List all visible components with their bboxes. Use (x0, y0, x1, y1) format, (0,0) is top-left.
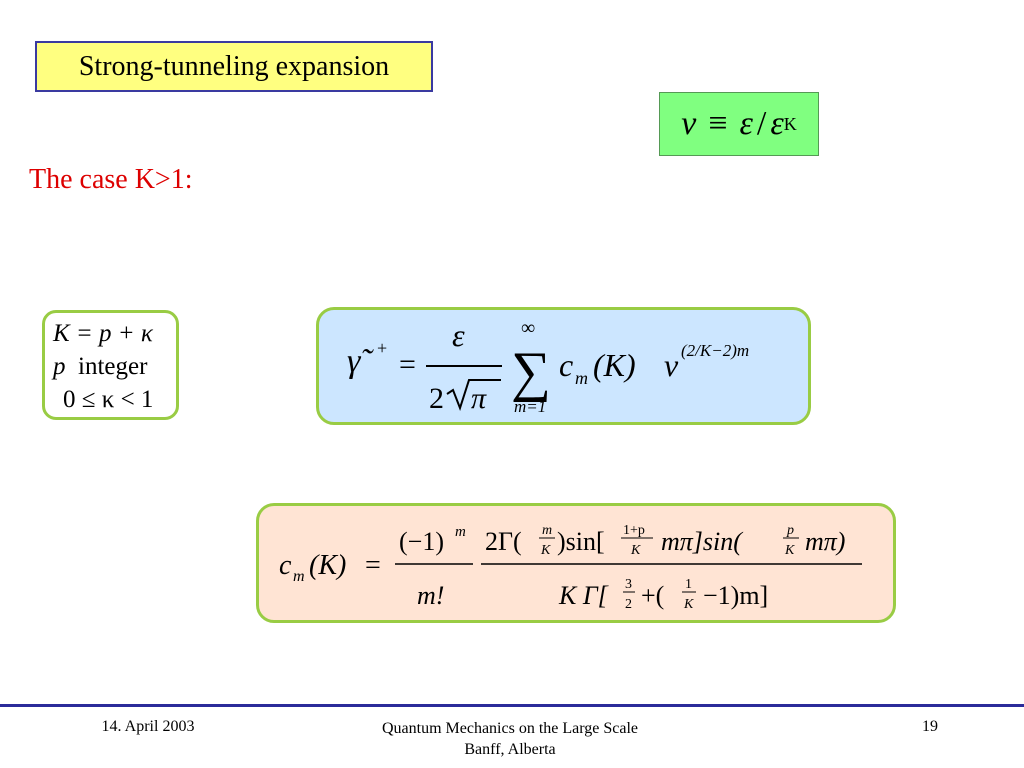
nu-symbol: v (681, 105, 697, 142)
den-k-gamma: K Γ[ (558, 581, 610, 610)
p-den: K (784, 543, 795, 558)
m-over-k-den: K (540, 543, 551, 558)
slide-title-text: Strong-tunneling expansion (78, 50, 390, 82)
footer-date: 14. April 2003 (101, 718, 195, 735)
onep-den: K (630, 543, 641, 558)
sin-open: )sin[ (557, 527, 605, 556)
paren-k: (K) (593, 347, 636, 383)
sum-symbol: ∑ (511, 341, 551, 403)
p-num: p (786, 523, 794, 538)
gamma-formula: γ̃ + = ε 2 π ∞ ∑ m=1 c m (K) v (2/K−2)m (347, 317, 749, 416)
c-subscript: m (575, 368, 588, 388)
footer-center-line-1: Quantum Mechanics on the Large Scale (381, 720, 639, 737)
gamma-formula-box: γ̃ + = ε 2 π ∞ ∑ m=1 c m (K) v (2/K−2)m (316, 307, 811, 425)
slash-symbol: / (756, 105, 767, 142)
sqrt-sign (446, 379, 501, 411)
frac1-numerator: (−1) (399, 527, 444, 556)
mpi-end: mπ) (805, 527, 845, 556)
condition-line-2: p integer (53, 353, 148, 380)
cm-paren-k: (K) (309, 550, 346, 581)
footer-center: Quantum Mechanics on the Large Scale Ban… (330, 718, 690, 760)
minus-one: −1)m] (703, 581, 768, 610)
k-subscript: K (783, 113, 797, 134)
m-over-k-num: m (542, 523, 552, 538)
v-symbol: v (664, 347, 679, 383)
one-den: K (683, 597, 694, 612)
c-symbol: c (559, 347, 573, 383)
num-2gamma: 2Γ( (485, 527, 522, 556)
plus-paren: +( (641, 581, 664, 610)
numerator-epsilon: ε (452, 317, 465, 353)
v-exponent: (2/K−2)m (681, 341, 749, 360)
equiv-symbol: ≡ (708, 105, 728, 142)
denominator-pi: π (471, 382, 487, 415)
cm-equals: = (365, 550, 381, 581)
three-den: 2 (625, 597, 632, 612)
cm-sub: m (293, 568, 305, 585)
condition-line-3: 0 ≤ κ < 1 (63, 386, 154, 413)
equals-sign: = (399, 348, 416, 381)
cm-formula-box: c m (K) = (−1) m m! 2Γ( m K )sin[ 1+p K … (256, 503, 896, 623)
conditions-box: K = p + κ p integer 0 ≤ κ < 1 (42, 310, 179, 420)
sum-lower: m=1 (514, 397, 546, 416)
epsilon-symbol: ε (739, 105, 753, 142)
one-num: 1 (685, 577, 692, 592)
frac1-numerator-sup: m (455, 524, 466, 540)
three-num: 3 (625, 577, 632, 592)
footer-page-number: 19 (922, 718, 938, 735)
frac1-denominator: m! (417, 581, 444, 610)
footer-divider (0, 704, 1024, 707)
mpi-close: mπ]sin( (661, 527, 743, 556)
case-label: The case K>1: (29, 164, 193, 195)
footer-center-line-2: Banff, Alberta (464, 741, 556, 758)
epsilon-k-symbol: ε (770, 105, 784, 142)
gamma-tilde: γ̃ (347, 343, 374, 380)
cm-formula: c m (K) = (−1) m m! 2Γ( m K )sin[ 1+p K … (279, 523, 862, 612)
cm-c: c (279, 550, 292, 581)
denominator-two: 2 (429, 382, 444, 415)
onep-num: 1+p (623, 523, 645, 538)
slide-title: Strong-tunneling expansion (35, 41, 433, 92)
condition-line-1: K = p + κ (53, 320, 153, 347)
gamma-sup: + (377, 338, 387, 358)
sum-upper: ∞ (521, 317, 535, 339)
